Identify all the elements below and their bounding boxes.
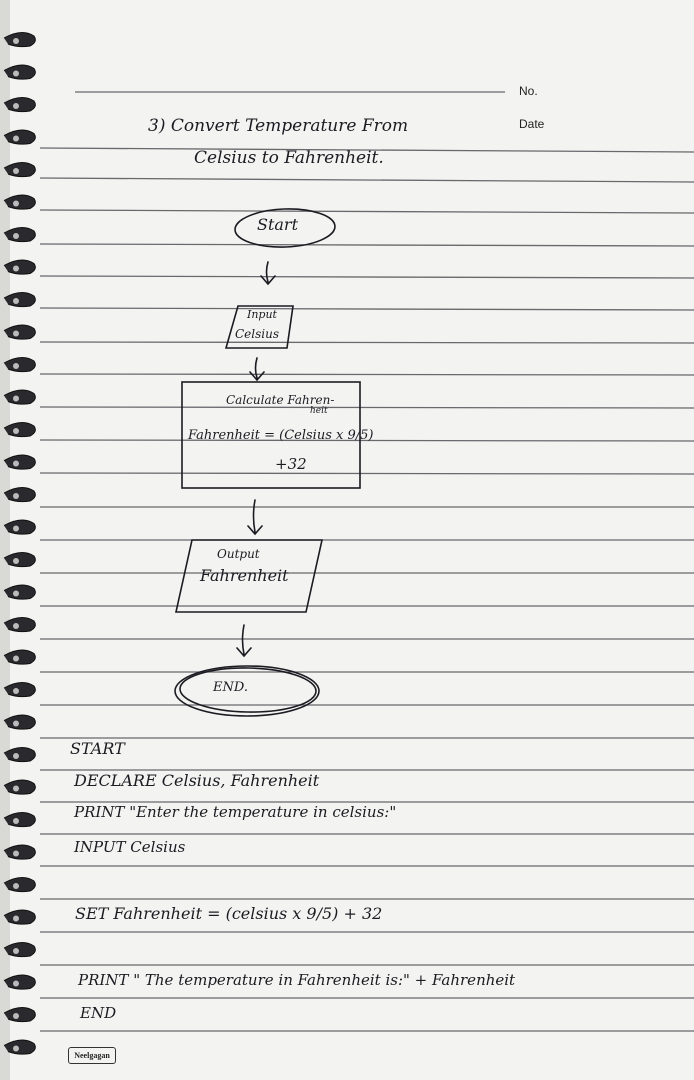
process-label-1: Calculate Fahren-	[226, 393, 335, 407]
spiral-coil	[3, 779, 36, 795]
process-label-1b: heit	[310, 406, 328, 416]
output-shape	[175, 539, 323, 613]
spiral-coil	[3, 454, 36, 470]
punch-hole	[13, 753, 19, 759]
spiral-coil	[3, 324, 36, 340]
spiral-coil	[3, 162, 36, 178]
pseudo-line-7: END	[80, 1004, 117, 1022]
punch-hole	[13, 70, 19, 77]
punch-hole	[13, 168, 19, 174]
punch-hole	[13, 200, 19, 207]
punch-hole	[13, 330, 19, 337]
spiral-coil	[3, 617, 36, 633]
spiral-coil	[3, 129, 36, 145]
input-label-2: Celsius	[235, 327, 280, 341]
output-label-2: Fahrenheit	[200, 566, 289, 585]
punch-hole	[13, 785, 19, 792]
date-label: Date	[519, 117, 545, 131]
arrow-output-to-end	[236, 624, 252, 658]
spiral-coil	[3, 714, 36, 730]
spiral-coil	[3, 519, 36, 535]
input-label-1: Input	[247, 308, 277, 321]
spiral-binding	[0, 0, 36, 1080]
title-line-1: 3) Convert Temperature From	[148, 116, 409, 136]
punch-hole	[13, 980, 19, 987]
spiral-coil	[3, 97, 36, 113]
punch-hole	[13, 233, 19, 239]
spiral-coil	[3, 682, 36, 698]
punch-hole	[13, 688, 19, 694]
start-label: Start	[257, 215, 299, 234]
punch-hole	[13, 103, 19, 109]
punch-hole	[13, 883, 19, 889]
arrow-input-to-process	[249, 357, 265, 382]
process-label-3: +32	[275, 455, 307, 473]
pseudo-line-2: DECLARE Celsius, Fahrenheit	[74, 771, 320, 790]
punch-hole	[13, 460, 19, 467]
spiral-coil	[3, 259, 36, 275]
spiral-coil	[3, 974, 36, 990]
process-label-2: Fahrenheit = (Celsius x 9/5)	[188, 428, 374, 443]
no-label: No.	[519, 84, 538, 98]
punch-hole	[13, 948, 19, 954]
output-label-1: Output	[217, 547, 260, 561]
punch-hole	[13, 1045, 19, 1052]
end-terminator	[174, 665, 320, 717]
spiral-coil	[3, 292, 36, 308]
punch-hole	[13, 38, 19, 44]
punch-hole	[13, 525, 19, 532]
spiral-coil	[3, 747, 36, 763]
spiral-coil	[3, 227, 36, 243]
punch-hole	[13, 493, 19, 499]
punch-hole	[13, 298, 19, 304]
spiral-coil	[3, 422, 36, 438]
spiral-coil	[3, 357, 36, 373]
spiral-coil	[3, 487, 36, 503]
punch-hole	[13, 135, 19, 142]
spiral-coil	[3, 552, 36, 568]
arrow-process-to-output	[247, 499, 263, 536]
arrow-start-to-input	[260, 261, 276, 286]
punch-hole	[13, 1013, 19, 1019]
punch-hole	[13, 363, 19, 369]
spiral-coil	[3, 909, 36, 925]
spiral-coil	[3, 194, 36, 210]
punch-hole	[13, 850, 19, 857]
brand-logo: Neelgagan	[68, 1047, 116, 1064]
title-line-2: Celsius to Fahrenheit.	[194, 148, 384, 168]
punch-hole	[13, 818, 19, 824]
spiral-coil	[3, 32, 36, 48]
punch-hole	[13, 428, 19, 434]
punch-hole	[13, 395, 19, 402]
punch-hole	[13, 720, 19, 727]
pseudo-line-3: PRINT "Enter the temperature in celsius:…	[74, 803, 397, 821]
spiral-coil	[3, 942, 36, 958]
punch-hole	[13, 655, 19, 662]
punch-hole	[13, 590, 19, 597]
pseudo-line-4: INPUT Celsius	[74, 838, 186, 856]
spiral-coil	[3, 1039, 36, 1055]
punch-hole	[13, 265, 19, 272]
pseudo-line-5: SET Fahrenheit = (celsius x 9/5) + 32	[75, 904, 383, 923]
start-terminator	[234, 208, 336, 248]
spiral-coil	[3, 812, 36, 828]
spiral-coil	[3, 389, 36, 405]
pseudo-line-1: START	[70, 739, 125, 758]
pseudo-line-6: PRINT " The temperature in Fahrenheit is…	[78, 971, 516, 989]
spiral-coil	[3, 877, 36, 893]
spiral-coil	[3, 844, 36, 860]
punch-hole	[13, 623, 19, 629]
punch-hole	[13, 915, 19, 922]
spiral-coil	[3, 649, 36, 665]
spiral-coil	[3, 1007, 36, 1023]
end-label: END.	[213, 680, 248, 695]
spiral-coil	[3, 64, 36, 80]
punch-hole	[13, 558, 19, 564]
process-rectangle	[181, 381, 361, 489]
spiral-coil	[3, 584, 36, 600]
input-shape	[224, 305, 294, 349]
